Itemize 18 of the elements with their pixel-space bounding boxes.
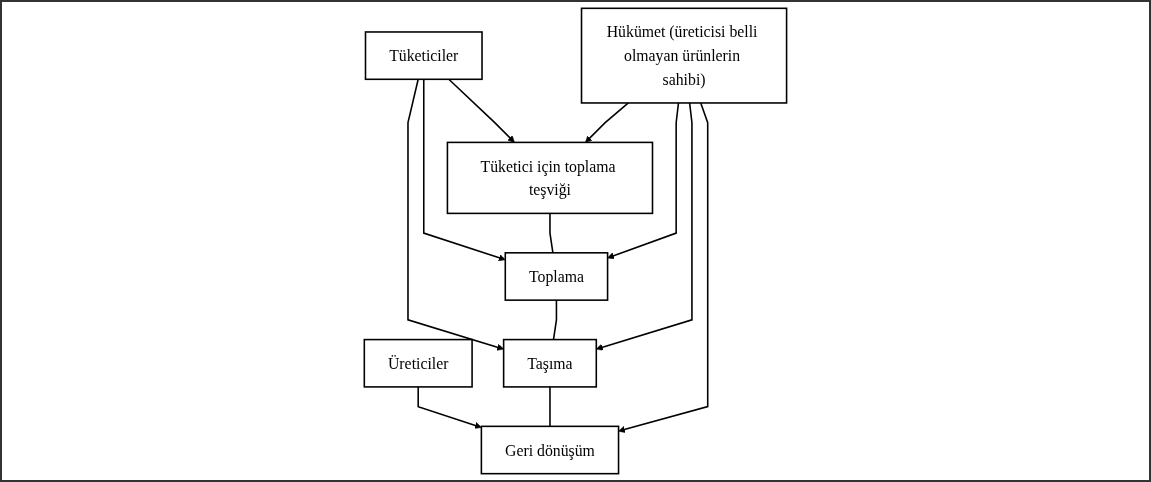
node-box: Taşıma (502, 338, 598, 388)
arrow (448, 78, 515, 143)
arrow (585, 102, 630, 143)
node-box: Üreticiler (363, 338, 473, 388)
node-box: Tüketici için toplama teşviği (446, 141, 654, 215)
node-box: Tüketiciler (364, 31, 483, 81)
node-box: Hükümet (üreticisi belli olmayan ürünlerin sahibi) (580, 7, 788, 104)
arrow (423, 78, 506, 262)
arrow (596, 102, 693, 351)
arrow (417, 386, 482, 429)
arrow (607, 102, 680, 260)
node-box: Geri dönüşüm (480, 425, 620, 475)
connector (552, 299, 558, 341)
connector (549, 386, 551, 428)
arrow (407, 78, 504, 351)
node-box: Toplama (504, 252, 609, 301)
arrow (618, 102, 709, 433)
connector (549, 212, 554, 254)
